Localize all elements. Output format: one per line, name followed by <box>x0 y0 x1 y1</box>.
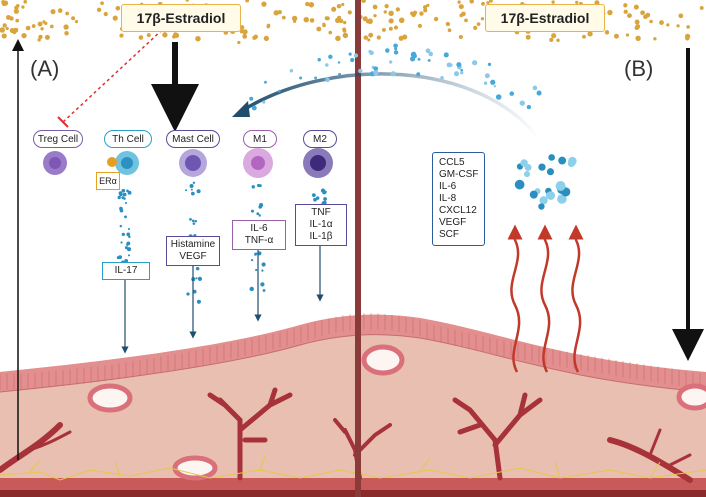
estradiol-particles <box>0 0 704 45</box>
secretion-arrows <box>121 245 324 354</box>
cytokine-item: VEGF <box>439 217 467 228</box>
m1-mediator-box: IL-6 TNF-α <box>232 220 286 250</box>
m2-mediator-box: TNF IL-1α IL-1β <box>295 204 347 246</box>
estradiol-label-a: 17β-Estradiol <box>121 4 241 32</box>
mast-mediator-box: Histamine VEGF <box>166 236 220 266</box>
nerve-fibers <box>0 454 706 481</box>
mast-mediator-2: VEGF <box>179 251 207 262</box>
th-mediator: IL-17 <box>114 265 138 276</box>
er-alpha-receptor-label: ERα <box>96 172 120 190</box>
panel-label-a: (A) <box>30 56 60 81</box>
estradiol-label-b: 17β-Estradiol <box>485 4 605 32</box>
endometrial-tissue <box>0 314 706 497</box>
heat-arrows <box>507 224 584 373</box>
glands <box>87 344 706 481</box>
th-mediator-box: IL-17 <box>102 262 150 280</box>
panel-label-b: (B) <box>624 56 654 81</box>
recruitment-arrowhead <box>232 101 250 117</box>
m2-mediator-1: TNF <box>311 207 331 218</box>
m1-mediator-1: IL-6 <box>250 223 268 234</box>
cytokine-list: CCL5 GM-CSF IL-6 IL-8 CXCL12 VEGF SCF <box>432 152 486 246</box>
cytokine-item: IL-8 <box>439 193 457 204</box>
treg-cell-label: Treg Cell <box>33 130 83 148</box>
m2-cell-label: M2 <box>303 130 337 148</box>
inhibition-line <box>62 29 163 123</box>
m2-mediator-3: IL-1β <box>309 231 333 242</box>
th-cell-label: Th Cell <box>104 130 152 148</box>
immune-cells <box>43 148 333 178</box>
cytokine-item: CCL5 <box>439 157 465 168</box>
inhibition-bar <box>57 116 69 128</box>
mast-mediator-1: Histamine <box>170 239 216 250</box>
mast-cell-label: Mast Cell <box>166 130 220 148</box>
cytokine-item: GM-CSF <box>439 169 479 180</box>
recruitment-arc <box>239 72 542 142</box>
m2-mediator-2: IL-1α <box>309 219 333 230</box>
cytokine-item: IL-6 <box>439 181 457 192</box>
m1-cell-label: M1 <box>243 130 277 148</box>
arc-particles <box>249 43 542 111</box>
cytokine-item: CXCL12 <box>439 205 477 216</box>
cytokine-item: SCF <box>439 229 459 240</box>
m1-mediator-2: TNF-α <box>244 235 274 246</box>
cytokine-cluster <box>514 154 577 210</box>
